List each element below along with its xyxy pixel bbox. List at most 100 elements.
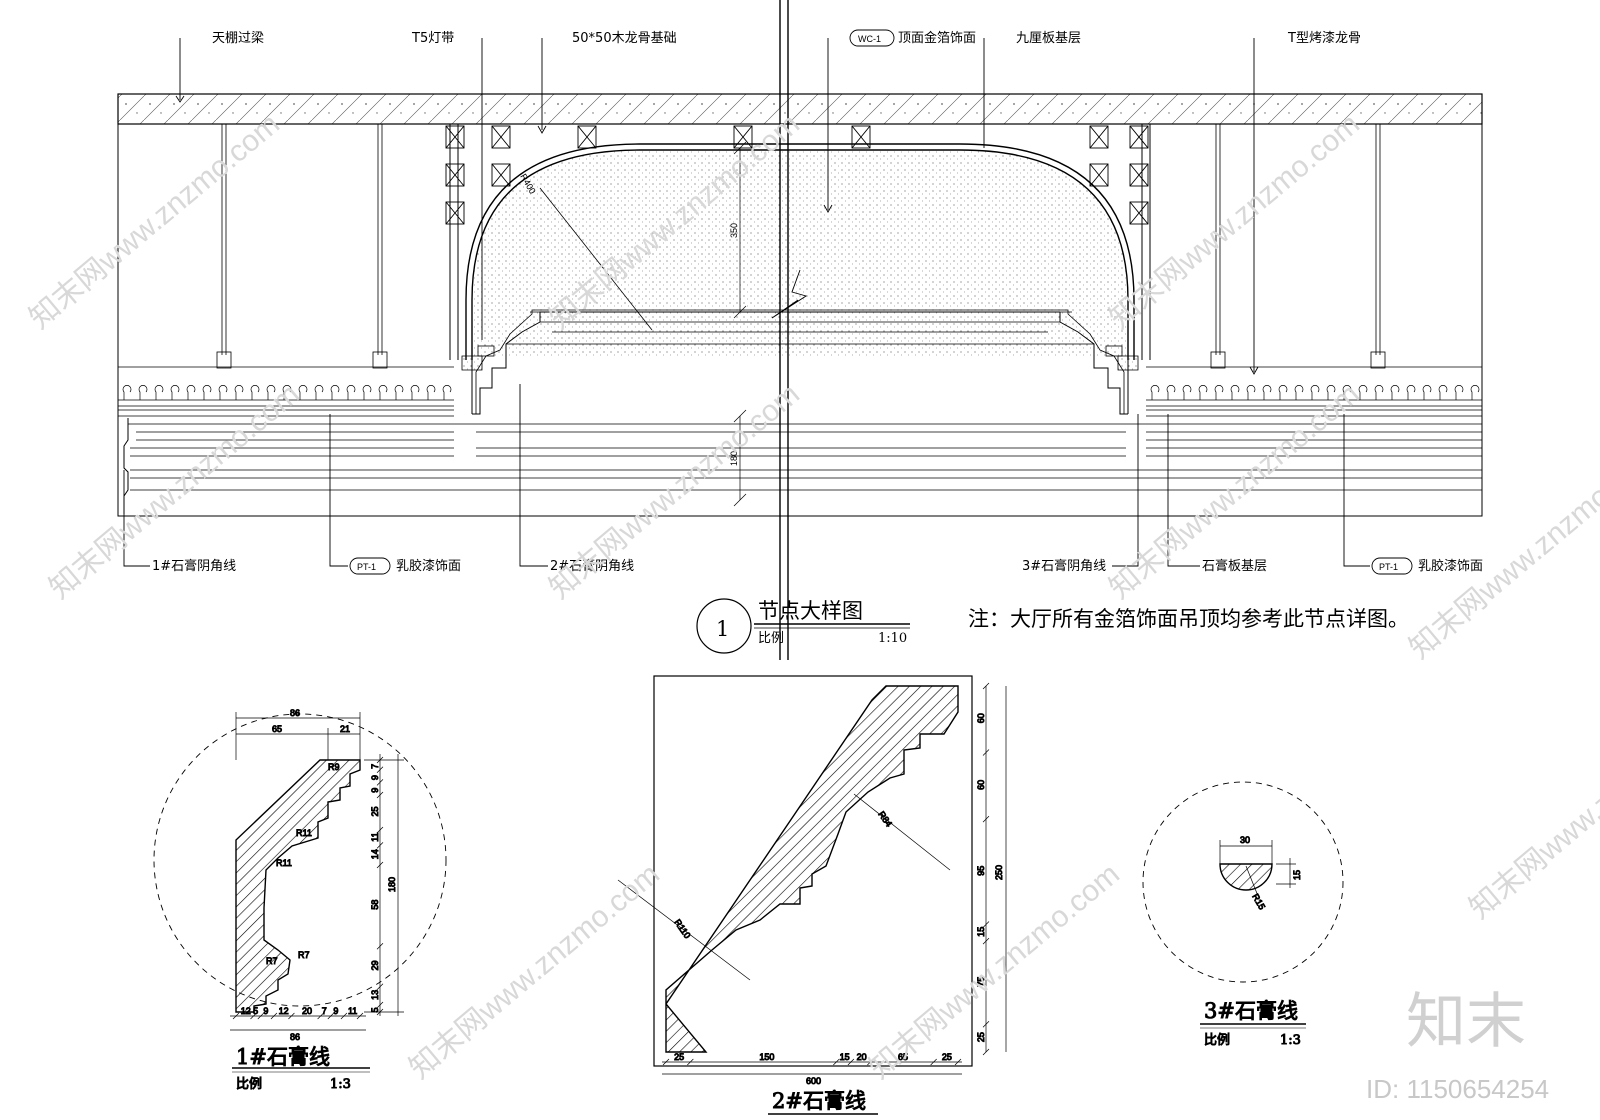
callout-cornice-1: 1#石膏阴角线: [152, 558, 236, 574]
wood-keel: [445, 163, 465, 187]
leader-lines-bottom: [123, 384, 1370, 567]
watermark-text: 知末网www.znzmo.com: [863, 858, 1126, 1086]
gold-leaf-dome-outer: [465, 143, 1135, 360]
p1-right-dim: 7: [370, 764, 380, 769]
callout-plywood: 九厘板基层: [1016, 31, 1081, 46]
t-grid-clip: [1262, 385, 1272, 400]
callout-t-keel: T型烤漆龙骨: [1287, 30, 1361, 46]
t-grid-clip: [1150, 385, 1160, 400]
tag-pt1-right: PT-1: [1371, 557, 1413, 575]
section-elevation: [117, 0, 1483, 660]
t-grid-clip: [442, 385, 452, 400]
wood-keel: [1129, 163, 1149, 187]
p1-dim-top-b: 21: [340, 724, 350, 734]
profile-1-scale-value: 1:3: [330, 1077, 351, 1092]
p1-dim-top-total: 86: [290, 708, 300, 718]
t-grid-clip: [202, 385, 212, 400]
p1-right-dim: 5: [370, 1007, 380, 1012]
p1-right-dim: 29: [370, 960, 380, 970]
wood-keel: [1089, 163, 1109, 187]
p2-right-dim: 25: [976, 1032, 986, 1042]
profile-1-title: 1#石膏线: [236, 1045, 330, 1069]
t-grid-clip: [1230, 385, 1240, 400]
p2-bottom-dim: 150: [759, 1052, 774, 1062]
profile-3-title: 3#石膏线: [1204, 999, 1298, 1023]
svg-text:PT-1: PT-1: [357, 562, 376, 572]
wood-keel: [1129, 125, 1149, 149]
svg-text:WC-1: WC-1: [858, 34, 881, 44]
p1-right-dim: 14: [370, 849, 380, 859]
t-grid-clip: [122, 385, 132, 400]
t-grid-clip: [250, 385, 260, 400]
t-grid-clip: [1342, 385, 1352, 400]
t-grid-clip: [314, 385, 324, 400]
t-grid-clip: [1406, 385, 1416, 400]
p1-radius-r7a: R7: [298, 950, 310, 960]
callouts-bottom: 1#石膏阴角线 PT-1 乳胶漆饰面 2#石膏阴角线 3#石膏阴角线 石膏板基层…: [152, 557, 1483, 575]
p1-bottom-dim: 12: [279, 1006, 289, 1016]
p2-right-dim: 15: [976, 927, 986, 937]
p2-right-dim: 60: [976, 780, 986, 790]
t-grid-clip: [282, 385, 292, 400]
t-grid-clip: [1182, 385, 1192, 400]
p1-right-dim: 11: [370, 832, 380, 841]
t-grid-clip: [426, 385, 436, 400]
t-grid-clip: [1246, 385, 1256, 400]
wood-keel: [851, 125, 871, 149]
p1-dim-right-total: 180: [387, 877, 397, 892]
p1-radius-r7b: R7: [266, 956, 278, 966]
t-grid-clip: [1166, 385, 1176, 400]
t-grid-clips-left: [122, 385, 452, 400]
p1-right-dim: 58: [370, 900, 380, 910]
p1-radius-r9: R9: [328, 762, 340, 772]
dim-350: 350: [729, 223, 739, 238]
svg-text:PT-1: PT-1: [1379, 562, 1398, 572]
callout-cornice-3: 3#石膏阴角线: [1022, 558, 1106, 574]
p3-dim-top: 30: [1240, 835, 1250, 845]
p1-dim-bottom-total: 86: [290, 1032, 300, 1042]
p1-right-dim: 13: [370, 990, 380, 1000]
p2-bottom-dim: 20: [857, 1052, 867, 1062]
t-grid-clip: [234, 385, 244, 400]
wood-keel: [491, 125, 511, 149]
t-grid-clip: [378, 385, 388, 400]
cove-frame: [449, 124, 1151, 360]
tag-wc1: WC-1: [849, 29, 895, 47]
p1-bottom-dim: 12: [241, 1006, 251, 1016]
t-grid-clip: [1454, 385, 1464, 400]
t-grid-clip: [394, 385, 404, 400]
p2-right-dim: 95: [976, 866, 986, 876]
t-grid-clip: [218, 385, 228, 400]
wood-keel: [1089, 125, 1109, 149]
section-scale-label: 比例: [758, 631, 784, 646]
p2-bottom-dim: 65: [898, 1052, 908, 1062]
break-line-symbol: [771, 269, 808, 319]
section-frame: [117, 123, 1483, 517]
wood-keel: [733, 125, 753, 149]
t-grid-clip: [1294, 385, 1304, 400]
p1-bottom-dim: 5: [253, 1006, 258, 1016]
wood-keel: [1129, 201, 1149, 225]
watermark-text: 知末网www.znzmo.com: [1463, 698, 1600, 926]
watermark-text: 知末网www.znzmo.com: [403, 858, 666, 1086]
watermark-text: 知末网www.znzmo.com: [1403, 438, 1600, 666]
gold-leaf-dome-fill: [472, 150, 1128, 358]
t-grid-clip: [170, 385, 180, 400]
p1-bottom-dim: 9: [333, 1006, 338, 1016]
leader-lines-top: [175, 38, 1259, 375]
section-number: 1: [716, 617, 729, 641]
p1-right-dim: 9: [370, 788, 380, 793]
t-grid-clip: [1374, 385, 1384, 400]
dim-180: 180: [729, 451, 739, 466]
p2-bottom-dim: 25: [674, 1052, 684, 1062]
t-grid-clip: [298, 385, 308, 400]
p2-dim-bottom-total: 600: [806, 1076, 821, 1086]
watermark-text: 知末网www.znzmo.com: [543, 378, 806, 606]
p2-dim-right-total: 250: [994, 865, 1004, 880]
p2-bottom-dim: 15: [840, 1052, 850, 1062]
callout-cornice-2: 2#石膏阴角线: [550, 558, 634, 574]
t-grid-clip: [1438, 385, 1448, 400]
t-grid-clips-right: [1150, 385, 1480, 400]
t-grid-clip: [154, 385, 164, 400]
general-note: 注：大厅所有金箔饰面吊顶均参考此节点详图。: [968, 607, 1409, 631]
